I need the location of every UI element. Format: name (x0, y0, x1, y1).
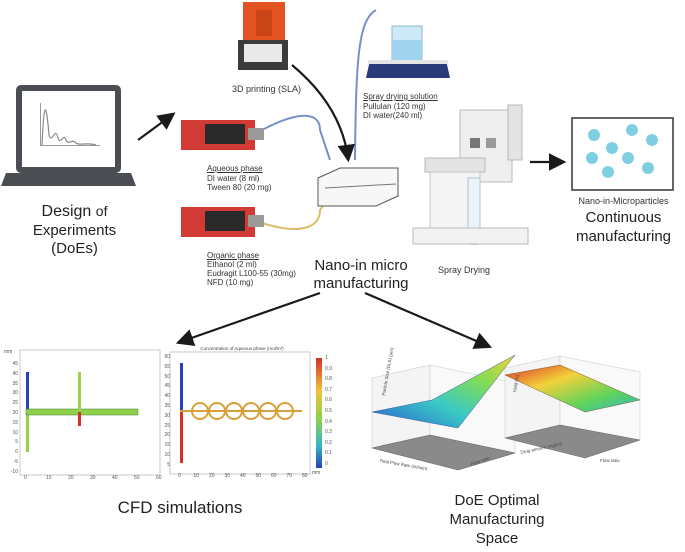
cfd-right-x-tick: 70 (286, 473, 293, 479)
organic-line1: Ethanol (2 ml) (207, 260, 257, 269)
cfd-left-x-tick: 20 (68, 475, 74, 481)
aqueous-title: Aqueous phase (207, 164, 263, 173)
cfd-left-x-tick: 60 (156, 475, 162, 481)
nimp-small: Nano-in-Microparticles (578, 196, 669, 206)
flow-arrows (137, 64, 567, 349)
cfd-right-x-tick: 20 (209, 473, 215, 479)
cfd-right-x-tick: 10 (193, 473, 200, 479)
cfd-right-plot (169, 351, 322, 475)
cfd-right-unit: mm (312, 470, 321, 476)
aqueous-pump-icon (181, 120, 264, 150)
printing-label: 3D printing (SLA) (232, 84, 302, 94)
doe-surface-plot-2 (504, 355, 641, 459)
colorbar-tick: 0.8 (325, 376, 332, 383)
cfd-right-y-tick: 35 (164, 403, 170, 409)
cfd-left-y-tick: -10 (10, 468, 18, 475)
design-word: Design (41, 203, 92, 220)
spray-solution-title: Spray drying solution (363, 92, 438, 101)
nano-micro-line2: manufacturing (313, 275, 409, 292)
cfd-right-x-tick: 50 (255, 473, 262, 479)
cfd-left-y-tick: 10 (12, 429, 18, 436)
colorbar-tick: 0.1 (325, 450, 332, 457)
cfd-right-y-tick: 60 (164, 354, 170, 360)
organic-line2: Eudragit L100-55 (30mg) (207, 269, 296, 278)
colorbar-tick: 0.9 (325, 365, 332, 372)
doe-line2: Manufacturing (449, 511, 545, 528)
doe2-xlabel: Flow ratio (600, 458, 620, 463)
cfd-left-x-tick: 0 (24, 475, 27, 481)
cfd-left-y-tick: -5 (13, 459, 18, 465)
cfd-left-x-tick: 50 (134, 475, 140, 481)
cfd-left-x-tick: 10 (46, 475, 52, 481)
cfd-right-y-tick: 20 (164, 432, 170, 439)
colorbar-tick: 0.3 (325, 429, 332, 436)
spray-dryer-icon (412, 104, 529, 245)
nimp-line1: Continuous (585, 209, 662, 226)
doe-line1: DoE Optimal (454, 492, 540, 509)
design-line3: (DoEs) (51, 240, 98, 257)
cfd-right-x-tick: 60 (271, 473, 277, 479)
colorbar-tick: 0 (325, 461, 328, 467)
doe-surface-plot-1 (371, 354, 516, 471)
design-title: Design of (22, 203, 127, 221)
printer-icon (238, 2, 288, 70)
colorbar-tick: 0.4 (325, 418, 332, 425)
cfd-right-x-tick: 40 (240, 473, 246, 479)
organic-title: Organic phase (207, 251, 260, 260)
cfd-right-y-tick: 30 (164, 412, 170, 419)
laptop-icon (1, 85, 136, 186)
cfd-right-y-tick: 45 (164, 383, 170, 390)
of-word: of (95, 203, 108, 219)
spray-solution-line2: DI water(240 ml) (363, 111, 423, 120)
doe-line3: Space (475, 530, 519, 547)
colorbar-tick: 1 (325, 355, 328, 361)
cfd-left-y-tick: 5 (15, 439, 18, 446)
cfd-left-y-tick: 0 (15, 449, 18, 456)
cfd-right-y-tick: 15 (164, 442, 170, 449)
cfd-right-x-tick: 30 (224, 473, 231, 479)
nimp-line2: manufacturing (575, 228, 672, 245)
cfd-label: CFD simulations (117, 498, 243, 517)
cfd-left-y-tick: 35 (12, 380, 18, 387)
cfd-left-y-tick: 45 (12, 361, 18, 367)
cfd-right-y-tick: 10 (164, 452, 170, 458)
nano-micro-line1: Nano-in micro (314, 257, 408, 274)
cfd-left-y-tick: 40 (12, 370, 18, 377)
cfd-left-unit: mm (4, 349, 13, 355)
spray-drying-label: Spray Drying (438, 265, 491, 275)
organic-pump-icon (181, 207, 264, 237)
cfd-left-x-tick: 40 (112, 475, 118, 481)
aqueous-line2: Tween 80 (20 mg) (207, 183, 272, 192)
cfd-right-title: Concentration of Aqueous phase (mol/m³) (200, 346, 284, 351)
spray-solution-line1: Pullulan (120 mg) (363, 102, 426, 111)
particles-box-icon (571, 117, 674, 191)
colorbar-tick: 0.5 (325, 408, 332, 414)
cfd-left-plot (19, 349, 161, 476)
cfd-left-y-tick: 30 (12, 390, 18, 397)
cfd-right-y-tick: 40 (164, 393, 170, 400)
cfd-left-y-tick: 15 (12, 419, 18, 426)
stirrer-icon (366, 25, 450, 78)
colorbar (316, 358, 322, 468)
cfd-right-y-tick: 50 (164, 373, 170, 380)
colorbar-tick: 0.6 (325, 397, 332, 404)
cfd-left-y-tick: 20 (12, 410, 18, 416)
cfd-left-x-tick: 30 (90, 475, 96, 481)
cfd-right-y-tick: 5 (167, 461, 170, 468)
colorbar-tick: 0.2 (325, 439, 332, 446)
design-line2: Experiments (32, 222, 117, 239)
cfd-left-y-tick: 25 (12, 400, 18, 407)
organic-line3: NFD (10 mg) (207, 278, 254, 287)
chip-icon (317, 167, 399, 207)
cfd-right-x-tick: 80 (302, 473, 308, 479)
colorbar-tick: 0.7 (325, 386, 332, 393)
cfd-right-y-tick: 55 (164, 363, 170, 370)
cfd-right-y-tick: 25 (164, 422, 170, 429)
cfd-right-x-tick: 0 (178, 473, 181, 479)
aqueous-line1: DI water (8 ml) (207, 174, 260, 183)
